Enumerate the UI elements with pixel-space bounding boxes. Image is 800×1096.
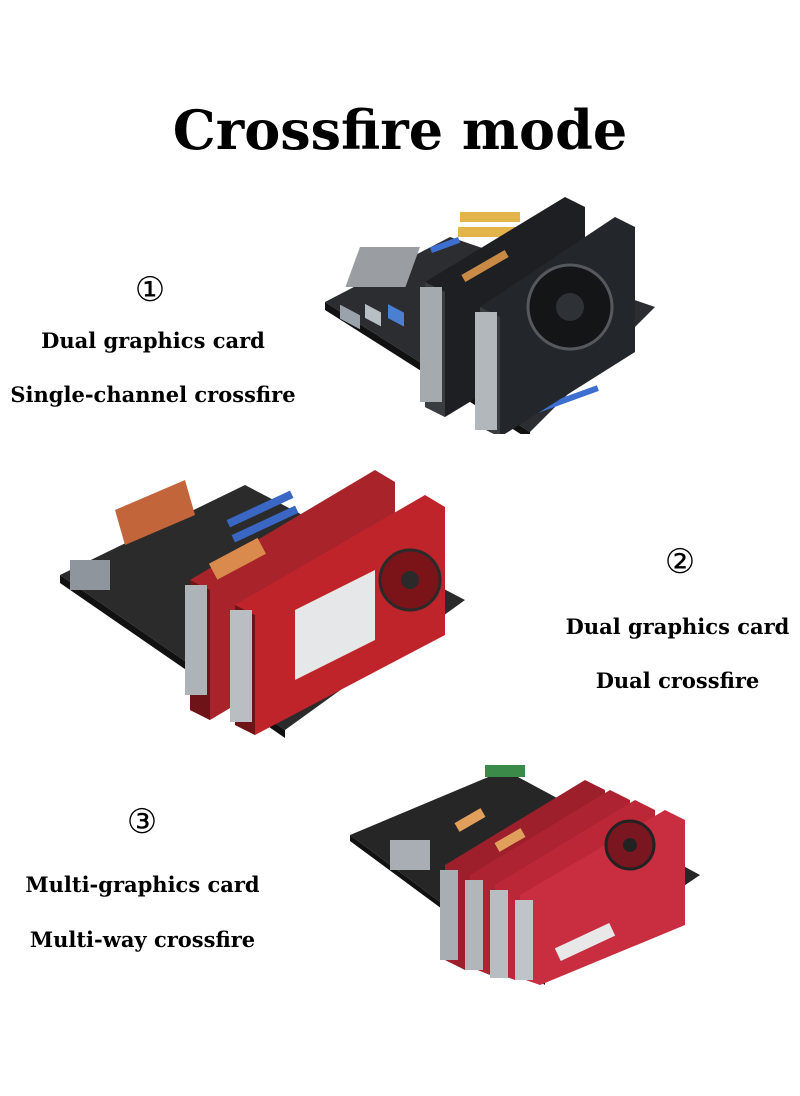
crossfire-bridge [494, 828, 526, 852]
crossfire-bridge [461, 250, 509, 282]
section-1-line2: Single-channel crossfire [10, 382, 296, 407]
connector [485, 765, 525, 777]
graphics-card-red [230, 495, 445, 735]
pci-slot [458, 227, 518, 237]
section-2-line2: Dual crossfire [595, 668, 760, 693]
page-title: Crossfire mode [172, 98, 628, 162]
crossfire-bridge [454, 808, 486, 832]
motherboard-photo-red-cards [60, 470, 465, 738]
graphics-card-black [475, 217, 635, 434]
crossfire-bridge [208, 537, 266, 580]
graphics-card-red [515, 810, 685, 985]
pcie-slot [554, 922, 616, 962]
motherboard-photo-black-cards [325, 197, 655, 434]
pci-slot [460, 212, 520, 222]
section-1-number: ① [134, 270, 166, 310]
section-2-line1: Dual graphics card [565, 614, 790, 639]
io-ports [340, 303, 404, 330]
section-3-line2: Multi-way crossfire [29, 927, 256, 952]
section-3-line1: Multi-graphics card [25, 872, 260, 897]
motherboard-photo-four-cards [350, 765, 700, 985]
io-ports [70, 560, 110, 590]
heatsink [115, 480, 195, 545]
io-ports [390, 840, 430, 870]
section-2-number: ② [664, 542, 696, 582]
memory-slot [226, 490, 294, 528]
section-3-number: ③ [126, 802, 158, 842]
heatsink [345, 247, 420, 287]
section-1-line1: Dual graphics card [41, 328, 265, 353]
memory-slot [231, 505, 299, 543]
